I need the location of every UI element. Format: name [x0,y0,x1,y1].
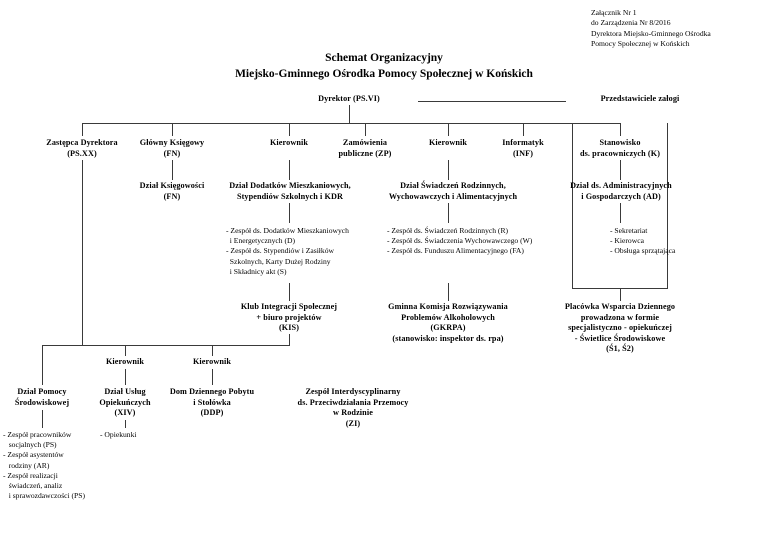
connector-to-kis [289,283,290,301]
connector-dodatki-to-list [289,203,290,223]
node-glowny-ksiegowy: Główny Księgowy (FN) [139,138,205,158]
node-kierownik-swiadczenia: Kierownik [428,138,468,147]
node-stanowisko-pracownicze: Stanowisko ds. pracowniczych (K) [579,138,661,158]
node-ddp: Dom Dziennego Pobytu i Stołówka (DDP) [169,387,255,417]
connector-drop-zastepca [82,123,83,136]
connector-stanowisko-to-dzial-ad [620,160,621,180]
node-zespol-interdyscyplinarny: Zespół Interdyscyplinarny ds. Przeciwdzi… [297,387,409,428]
connector-main-bus [82,123,620,124]
node-dzial-swiadczen: Dział Świadczeń Rodzinnych, Wychowawczyc… [388,181,518,201]
connector-kierownik-to-dzial-dodatkow [289,160,290,180]
connector-ad-to-list [620,203,621,223]
connector-kierownik-uslugi-down [125,369,126,385]
node-dyrektor: Dyrektor (PS.VI) [318,94,380,103]
list-dzial-swiadczen-items: - Zespół ds. Świadczeń Rodzinnych (R) - … [387,226,533,256]
node-placowka: Placówka Wsparcia Dziennego prowadzona w… [564,302,676,353]
node-dzial-uslug-opiekunczych: Dział Usług Opiekuńczych (XIV) [99,387,151,417]
connector-to-placowka [620,288,621,301]
document-reference-header: Załącznik Nr 1 do Zarządzenia Nr 8/2016 … [591,8,711,49]
list-dzial-uslug-items: - Opiekunki [100,430,137,439]
connector-kierownik-ddp-down [212,369,213,385]
node-kierownik-ddp: Kierownik [192,357,232,366]
page-title-line1: Schemat Organizacyjny [325,52,443,64]
node-kis: Klub Integracji Społecznej + biuro proje… [240,302,338,332]
node-kierownik-uslugi: Kierownik [105,357,145,366]
connector-drop-glowny-ksiegowy [172,123,173,136]
node-kierownik-dodatki: Kierownik [269,138,309,147]
connector-dyrektor-przedstawiciele [418,101,566,102]
connector-uslugi-to-list [125,420,126,428]
connector-ksiegowy-to-dzial [172,160,173,180]
connector-drop-stanowisko [620,123,621,136]
connector-dyrektor-drop [349,105,350,123]
connector-kierownik-to-dzial-swiadczen [448,160,449,180]
connector-drop-dzial-pomocy [42,345,43,385]
list-dzial-administracyjnych-items: - Sekretariat - Kierowca - Obsługa sprzą… [610,226,676,256]
connector-drop-kierownik-swiadczenia [448,123,449,136]
node-dzial-administracyjnych: Dział ds. Administracyjnych i Gospodarcz… [570,181,672,201]
connector-drop-kierownik-uslugi [125,345,126,356]
node-dzial-pomocy-srodowiskowej: Dział Pomocy Środowiskowej [14,387,70,407]
connector-zastepca-to-lower-bus [82,160,83,345]
connector-lower-bus [42,345,290,346]
list-dzial-dodatkow-items: - Zespół ds. Dodatków Mieszkaniowych i E… [226,226,349,276]
node-przedstawiciele-zalogi: Przedstawiciele załogi [600,94,680,103]
page-title-line2: Miejsko-Gminnego Ośrodka Pomocy Społeczn… [235,68,533,80]
node-dzial-ksiegowosci: Dział Księgowości (FN) [139,181,205,201]
connector-drop-kierownik-dodatki [289,123,290,136]
list-dzial-pomocy-items: - Zespół pracowników socjalnych (PS) - Z… [3,430,86,501]
node-informatyk: Informatyk (INF) [502,138,544,158]
connector-kis-to-lower-bus [289,334,290,345]
node-gkrpa: Gminna Komisja Rozwiązywania Problemów A… [388,302,508,343]
connector-drop-zamowienia [365,123,366,136]
connector-drop-informatyk [523,123,524,136]
connector-swiadczenia-to-list [448,203,449,223]
node-dzial-dodatkow: Dział Dodatków Mieszkaniowych, Stypendió… [229,181,351,201]
connector-right-column-right-edge [667,123,668,288]
node-zastepca-dyrektora: Zastępca Dyrektora (PS.XX) [46,138,118,158]
connector-to-gkrpa [448,283,449,301]
connector-pomoc-to-list [42,410,43,428]
connector-drop-kierownik-ddp [212,345,213,356]
connector-right-column-left-edge [572,123,573,288]
node-zamowienia-publiczne: Zamówienia publiczne (ZP) [338,138,392,158]
